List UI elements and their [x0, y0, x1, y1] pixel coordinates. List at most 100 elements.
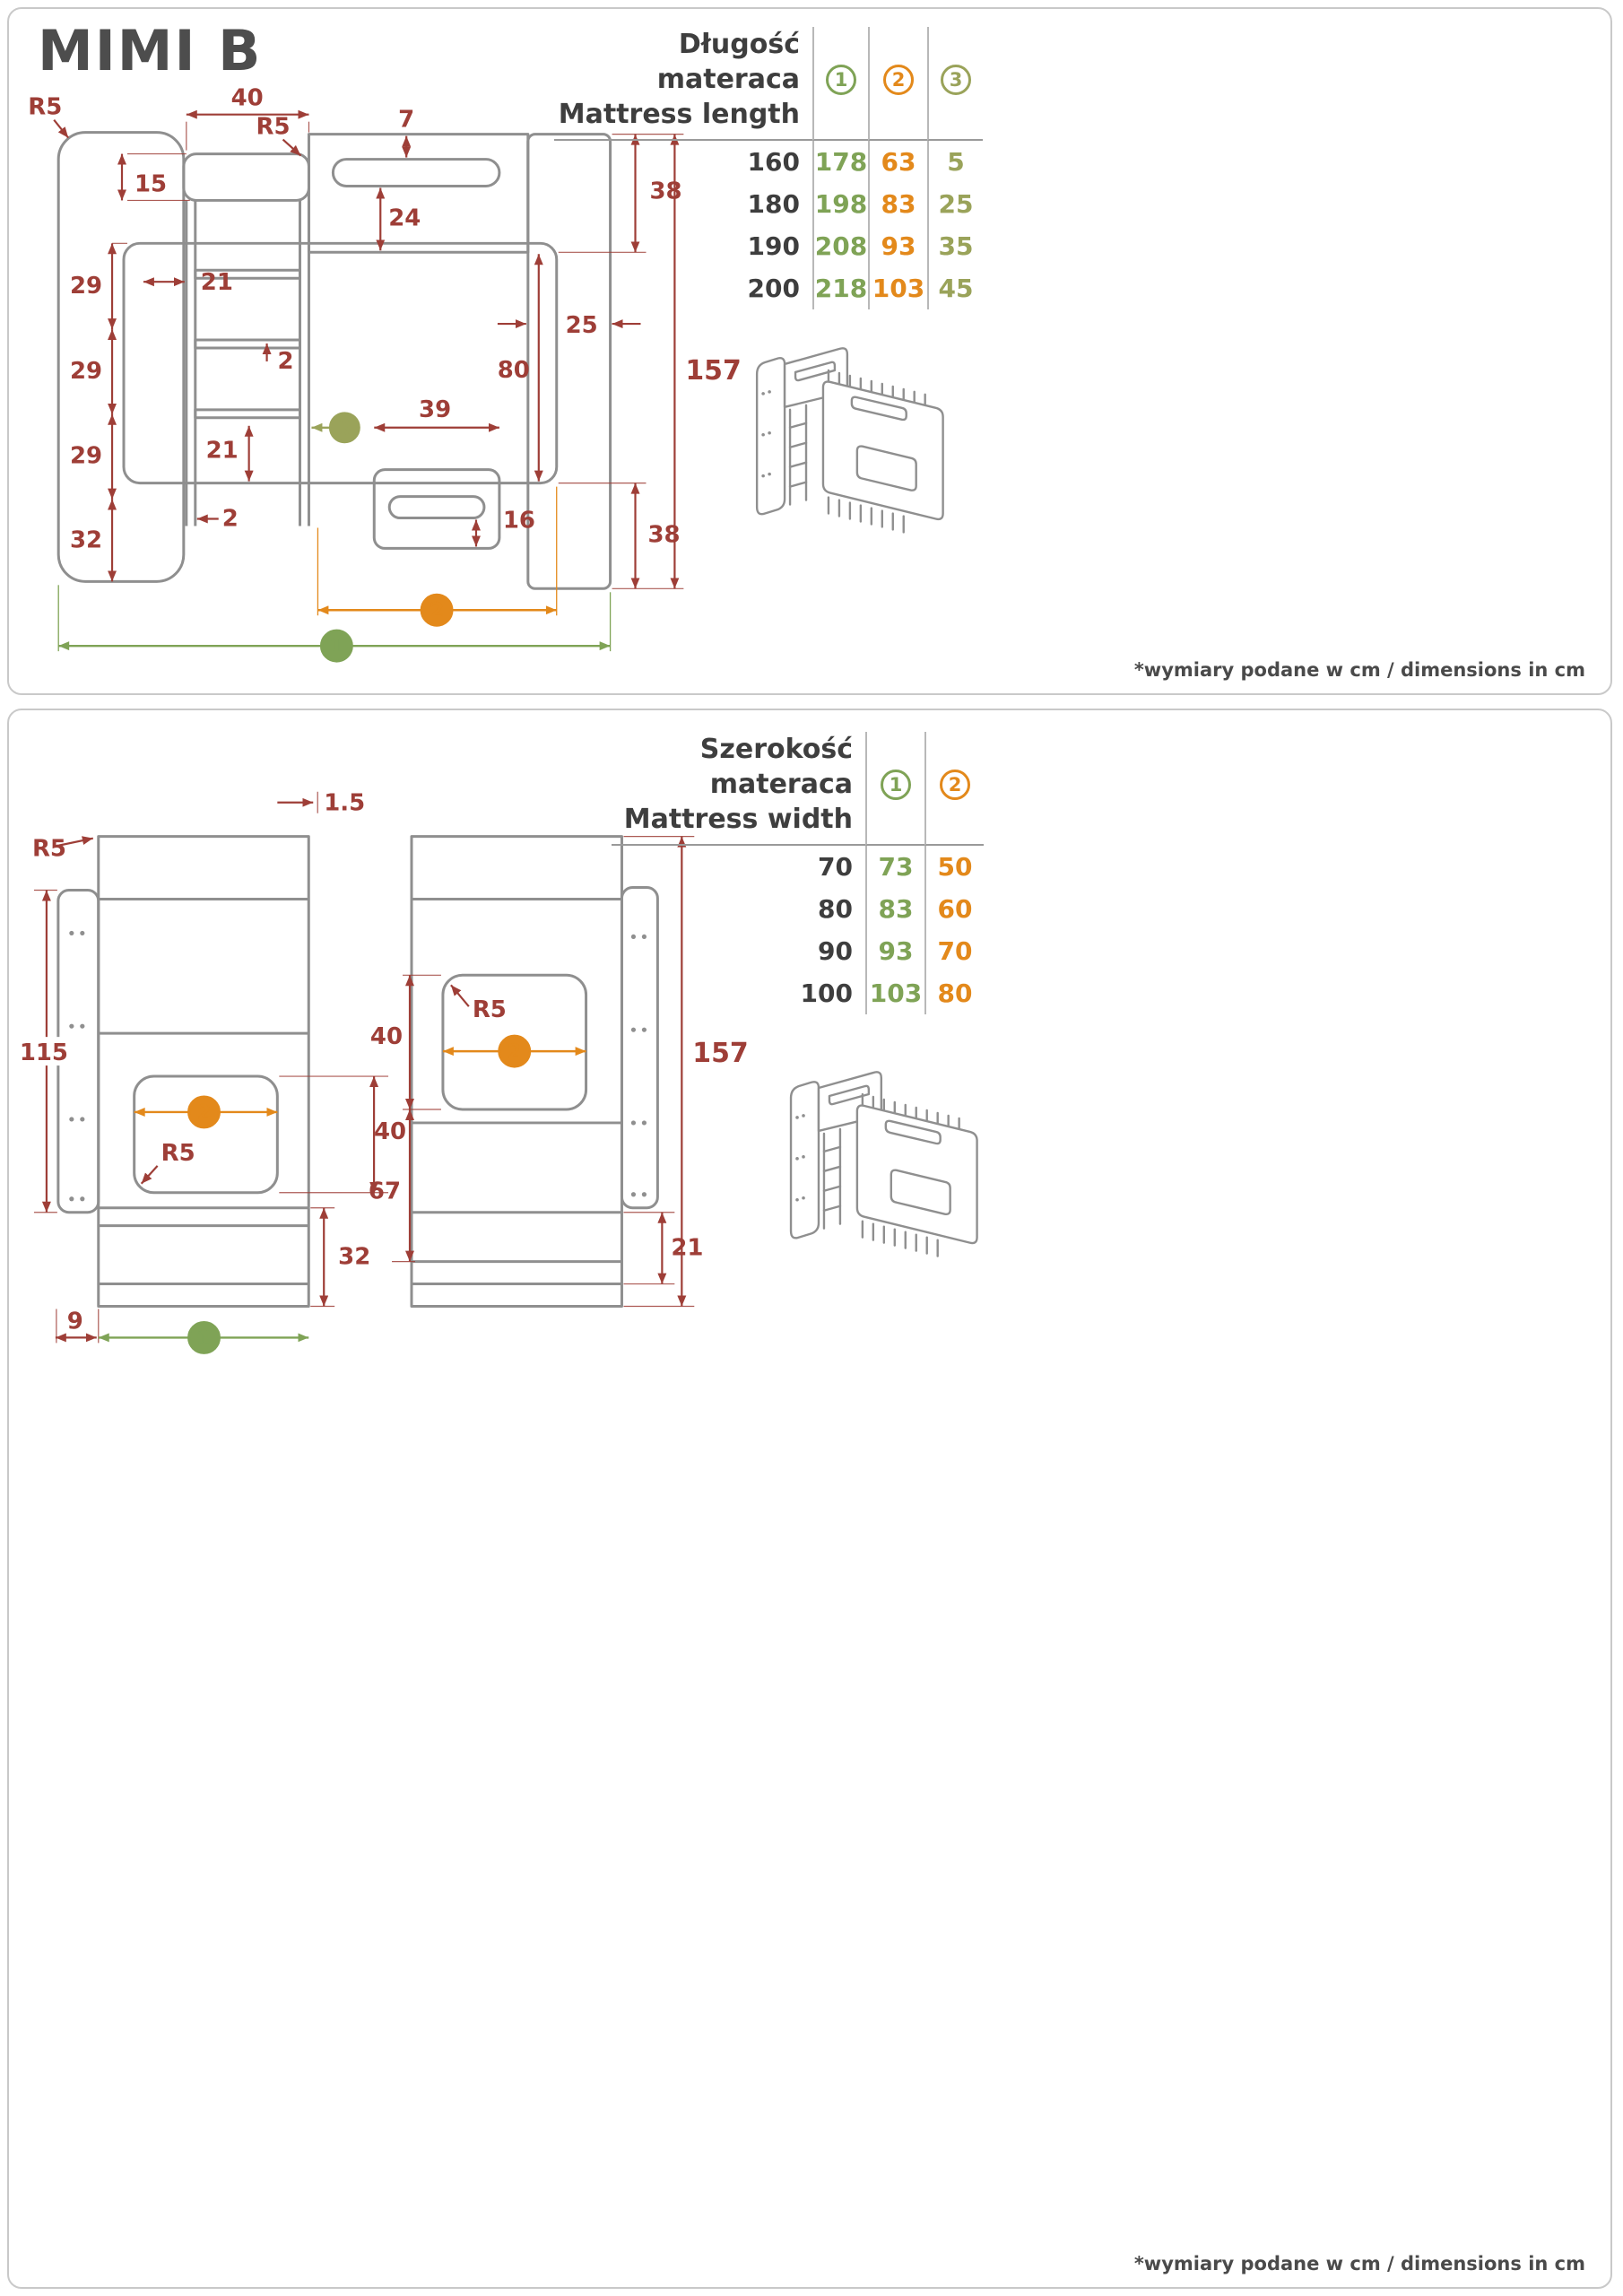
dim-side-height: 115: [20, 1039, 68, 1066]
value-cell: 218: [812, 267, 868, 309]
value-cell: 83: [868, 183, 927, 225]
value-cell: 103: [868, 267, 927, 309]
ladder-rung: [194, 338, 301, 350]
dim-edge-thickness: 1.5: [324, 790, 365, 817]
size-cell: 180: [747, 189, 800, 219]
dim-rail-thickness: 2: [222, 505, 239, 532]
product-title: MIMI B: [38, 18, 263, 83]
units-footnote: *wymiary podane w cm / dimensions in cm: [1133, 659, 1585, 681]
column-symbol-1: 1: [865, 732, 924, 846]
size-cell: 80: [818, 894, 853, 924]
dim-rung-gap-2: 29: [70, 358, 102, 385]
dim-ladder-width: 40: [231, 85, 264, 112]
dim-rung-gap-1: 29: [70, 273, 102, 300]
side-view-drawing: R5 40 R5 7 15 24 38 29 21 2 80 25 157 29…: [28, 85, 944, 663]
mattress-width-table: Szerokość materaca Mattress width 1 2 70…: [612, 732, 984, 1014]
column-symbol-2: 2: [924, 732, 984, 846]
dim-window-height-left: 40: [374, 1118, 406, 1145]
size-cell: 90: [818, 936, 853, 966]
dim-rail-height: 21: [671, 1235, 703, 1262]
value-cell: 60: [924, 888, 984, 930]
value-cell: 83: [865, 888, 924, 930]
width-table-header: Szerokość materaca Mattress width: [612, 732, 865, 846]
table-title-en: Mattress width: [623, 804, 853, 835]
value-cell: 80: [924, 972, 984, 1014]
front-view-left-outline: [56, 835, 310, 1308]
dim-side-offset: 9: [67, 1308, 83, 1335]
dim-foot-length: 39: [419, 396, 451, 423]
size-cell: 200: [747, 274, 800, 303]
front-view-drawing: 1.5 R5 115 R5 40 40 67 32 9 R5 157 21 2 …: [19, 790, 978, 1354]
dim-total-height: 157: [692, 1038, 748, 1069]
table-title-pl: Długość materaca: [656, 29, 800, 95]
dim-radius-window-right: R5: [473, 996, 507, 1023]
value-cell: 93: [865, 930, 924, 972]
label-mask: [19, 1037, 68, 1066]
handle-slot: [331, 158, 501, 187]
ref-symbol-2: 2: [420, 593, 454, 627]
dim-bottom-gap: 32: [70, 526, 102, 553]
size-cell: 100: [800, 978, 853, 1008]
value-cell: 45: [927, 267, 983, 309]
circle-1-icon: 1: [826, 64, 856, 95]
dim-mid-height: 80: [498, 357, 530, 384]
value-cell: 208: [812, 225, 868, 267]
value-cell: 103: [865, 972, 924, 1014]
dim-radius-top-left: R5: [28, 94, 62, 121]
dim-bottom-section: 38: [647, 521, 680, 548]
value-cell: 50: [924, 846, 984, 888]
size-cell: 70: [818, 852, 853, 882]
length-spec-panel: R5 40 R5 7 15 24 38 29 21 2 80 25 157 29…: [7, 7, 1612, 695]
dim-guard-offset: 15: [135, 170, 167, 197]
units-footnote: *wymiary podane w cm / dimensions in cm: [1133, 2253, 1585, 2274]
svg-text:1: 1: [330, 636, 343, 658]
dim-rung-inset-2: 21: [206, 438, 239, 465]
dim-window-height-right: 40: [370, 1023, 403, 1050]
value-cell: 70: [924, 930, 984, 972]
column-symbol-2: 2: [868, 27, 927, 141]
side-view-outline: [56, 131, 612, 590]
svg-text:2: 2: [197, 1102, 211, 1125]
foot-slot: [387, 495, 486, 520]
dim-rung-gap-3: 29: [70, 443, 102, 470]
ref-symbol-1: 1: [187, 1320, 221, 1354]
dim-total-height: 157: [685, 355, 741, 387]
length-table-header: Długość materaca Mattress length: [554, 27, 812, 141]
value-cell: 63: [868, 141, 927, 183]
value-cell: 5: [927, 141, 983, 183]
dim-radius-guard: R5: [256, 114, 291, 141]
svg-text:1: 1: [197, 1327, 211, 1350]
svg-text:2: 2: [508, 1041, 521, 1064]
svg-text:3: 3: [338, 418, 352, 440]
ladder-rung: [194, 268, 301, 280]
value-cell: 73: [865, 846, 924, 888]
dim-rung-inset: 21: [201, 269, 233, 296]
dim-radius-top-left: R5: [32, 836, 66, 863]
window-cutout: [133, 1074, 279, 1195]
circle-3-icon: 3: [941, 64, 971, 95]
dim-slot-below: 24: [388, 204, 421, 231]
dim-top-section: 38: [649, 178, 681, 204]
value-cell: 25: [927, 183, 983, 225]
dim-lower-span: 67: [369, 1178, 401, 1205]
circle-1-icon: 1: [881, 769, 911, 800]
ref-symbol-1: 1: [319, 629, 353, 663]
table-title-en: Mattress length: [558, 99, 800, 130]
size-cell: 160: [747, 147, 800, 177]
size-cell: 190: [747, 231, 800, 261]
dim-bottom-section: 32: [338, 1244, 370, 1271]
circle-2-icon: 2: [940, 769, 970, 800]
value-cell: 198: [812, 183, 868, 225]
ref-symbol-2-left: 2: [187, 1095, 221, 1129]
dim-foot-slot: 16: [503, 507, 535, 534]
circle-2-icon: 2: [883, 64, 914, 95]
svg-text:2: 2: [430, 600, 443, 622]
isometric-bed-sketch: [755, 347, 944, 534]
column-symbol-1: 1: [812, 27, 868, 141]
mattress-length-table: Długość materaca Mattress length 1 2 3 1…: [554, 27, 983, 309]
dim-rung-thickness: 2: [278, 348, 294, 375]
value-cell: 35: [927, 225, 983, 267]
isometric-bed-sketch: [789, 1071, 978, 1257]
front-view-right-outline: [410, 835, 659, 1308]
